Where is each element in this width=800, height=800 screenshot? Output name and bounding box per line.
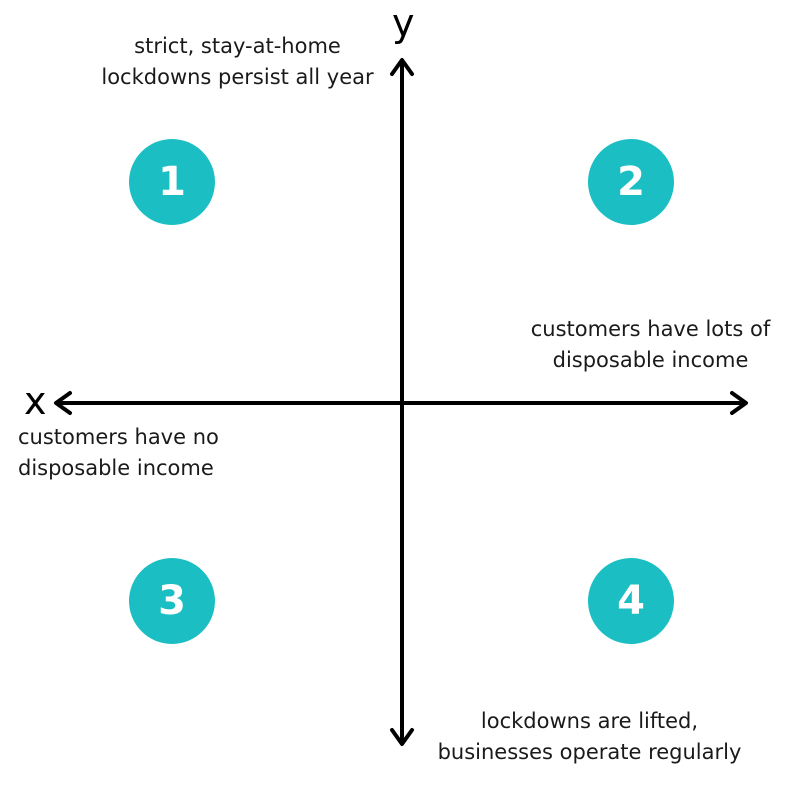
- y-axis-letter: y: [392, 1, 415, 45]
- x-axis-left-arrow-icon: [54, 391, 72, 415]
- y-axis-top-label: strict, stay-at-home lockdowns persist a…: [80, 31, 395, 93]
- y-top-label-line-2: lockdowns persist all year: [101, 65, 374, 89]
- quadrant-3-badge: 3: [129, 558, 215, 644]
- y-axis-bottom-label: lockdowns are lifted, businesses operate…: [412, 706, 767, 768]
- quadrant-4-badge: 4: [588, 558, 674, 644]
- x-axis-right-arrow-icon: [730, 391, 748, 415]
- y-axis-down-arrow-icon: [390, 728, 414, 746]
- quadrant-1-badge: 1: [129, 139, 215, 225]
- quadrant-3-number: 3: [158, 578, 186, 624]
- quadrant-4-number: 4: [617, 578, 645, 624]
- y-axis-up-arrow-icon: [390, 58, 414, 76]
- y-bottom-label-line-2: businesses operate regularly: [437, 740, 742, 764]
- x-axis-left-label: customers have no disposable income: [18, 422, 219, 484]
- x-left-label-line-1: customers have no: [18, 425, 219, 449]
- x-axis-letter: x: [24, 379, 47, 423]
- x-right-label-line-2: disposable income: [552, 348, 749, 372]
- x-left-label-line-2: disposable income: [18, 456, 214, 480]
- y-bottom-label-line-1: lockdowns are lifted,: [480, 709, 699, 733]
- x-axis-right-label: customers have lots of disposable income: [508, 314, 793, 376]
- quadrant-1-number: 1: [158, 159, 186, 205]
- quadrant-2-badge: 2: [588, 139, 674, 225]
- x-right-label-line-1: customers have lots of: [530, 317, 771, 341]
- quadrant-2-number: 2: [617, 159, 645, 205]
- y-top-label-line-1: strict, stay-at-home: [134, 34, 341, 58]
